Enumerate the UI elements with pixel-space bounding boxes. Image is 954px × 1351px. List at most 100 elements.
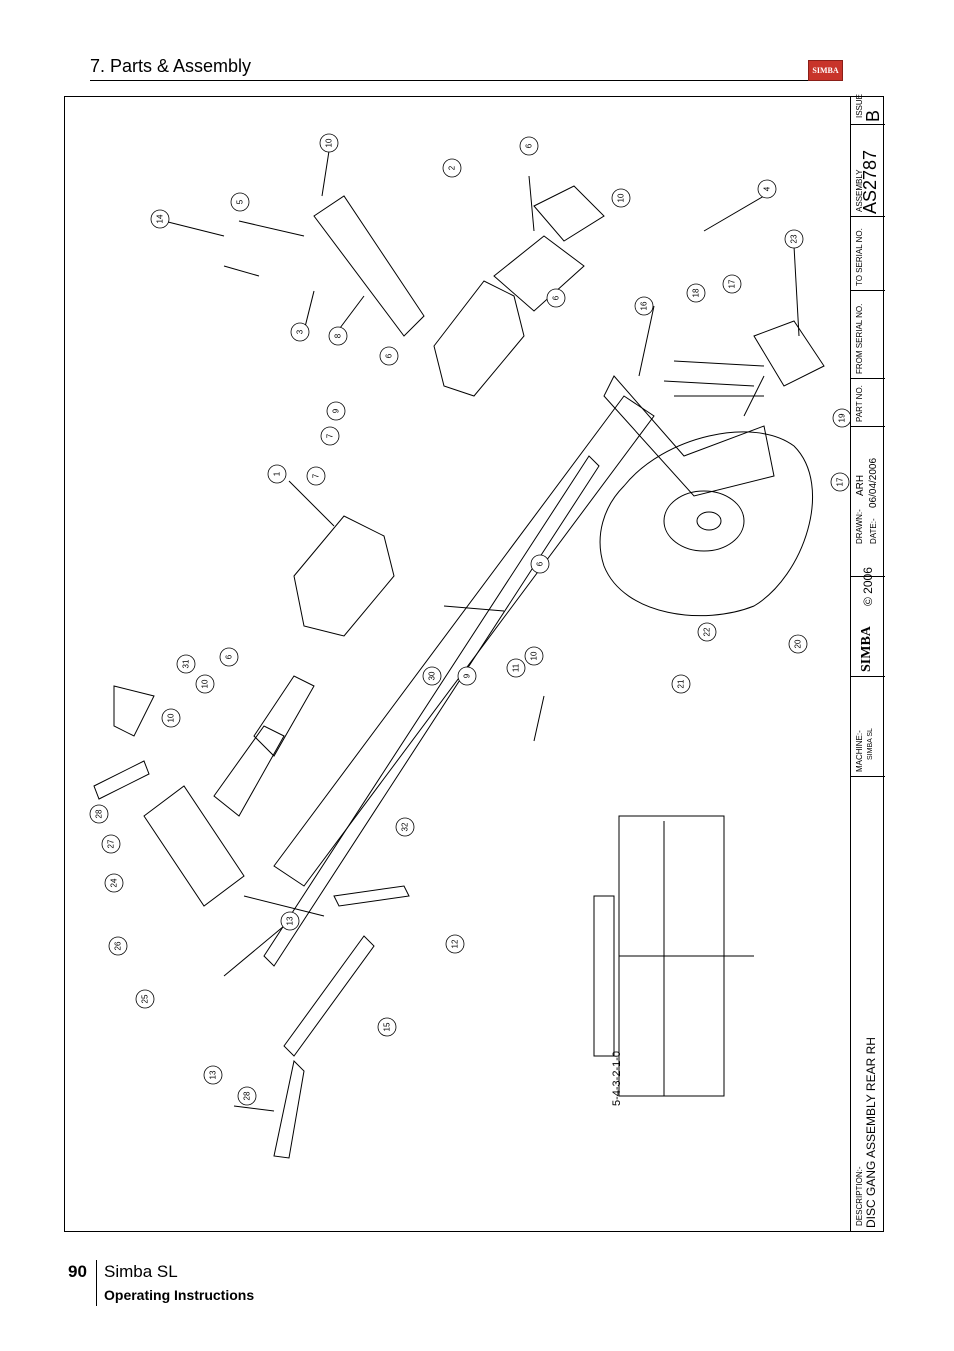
issue-value: B <box>863 109 883 122</box>
scraper-arm <box>283 935 375 1057</box>
callout-number: 25 <box>141 994 150 1003</box>
description-label: DESCRIPTION:- <box>855 1166 864 1226</box>
bearing-hub <box>753 320 825 387</box>
callout-number: 18 <box>692 288 701 297</box>
machine-value: SIMBA SL <box>867 728 874 760</box>
callout-number: 6 <box>536 561 545 566</box>
callout-number: 4 <box>763 186 772 191</box>
callout-circle <box>530 554 550 574</box>
callout-number: 28 <box>95 809 104 818</box>
scale-gauge <box>593 895 615 1057</box>
callout-number: 10 <box>325 138 334 147</box>
callout-circle <box>611 188 631 208</box>
callout-number: 1 <box>273 471 282 476</box>
inset-detail <box>618 815 725 1097</box>
callout-circle <box>306 466 326 486</box>
callout-circle <box>671 674 691 694</box>
end-plate <box>143 785 245 907</box>
footer-divider <box>96 1260 97 1306</box>
callout-circle <box>697 622 717 642</box>
callout-number: 6 <box>525 143 534 148</box>
callout-number: 17 <box>836 477 845 486</box>
callout-circle <box>757 179 777 199</box>
callout-number: 10 <box>201 679 210 688</box>
footer-subtitle: Operating Instructions <box>104 1287 255 1303</box>
page-number: 90 <box>68 1262 87 1281</box>
callout-number: 11 <box>512 663 521 672</box>
callout-circle <box>784 229 804 249</box>
callout-circle <box>108 936 128 956</box>
callout-circle <box>161 708 181 728</box>
callout-circle <box>326 401 346 421</box>
callout-number: 19 <box>838 413 847 422</box>
callout-number: 12 <box>451 939 460 948</box>
copyright: © 2006 <box>861 567 875 606</box>
callout-number: 26 <box>114 941 123 950</box>
callout-number: 3 <box>296 329 305 334</box>
callout-circle <box>722 274 742 294</box>
callout-number: 28 <box>243 1091 252 1100</box>
callout-circle <box>104 873 124 893</box>
description-value: DISC GANG ASSEMBLY REAR RH <box>864 1037 878 1228</box>
footer-title: Simba SL <box>104 1262 178 1281</box>
simba-logo: SIMBA <box>808 60 843 81</box>
callout-number: 27 <box>107 839 116 848</box>
logo-text: SIMBA <box>812 66 839 75</box>
callout-number: 8 <box>334 333 343 338</box>
callout-number: 10 <box>617 193 626 202</box>
callout-circle <box>445 934 465 954</box>
from-serial-label: FROM SERIAL NO. <box>855 303 864 374</box>
header-rule <box>90 80 840 81</box>
callout-number: 14 <box>156 214 165 223</box>
callout-number: 6 <box>552 295 561 300</box>
callout-number: 7 <box>326 433 335 438</box>
callout-number: 9 <box>463 673 472 678</box>
callout-circle <box>519 136 539 156</box>
callout-circle <box>377 1017 397 1037</box>
callout-number: 15 <box>383 1022 392 1031</box>
callout-circle <box>788 634 808 654</box>
callout-circle <box>328 326 348 346</box>
callout-number: 24 <box>110 878 119 887</box>
scale-label: 5-4-3-2-1-0 <box>611 1051 623 1106</box>
callout-number: 10 <box>530 651 539 660</box>
callout-circle <box>203 1065 223 1085</box>
main-beam <box>273 395 655 887</box>
callout-circle <box>442 158 462 178</box>
callout-circle <box>422 666 442 686</box>
callout-number: 20 <box>794 639 803 648</box>
callout-number: 13 <box>209 1070 218 1079</box>
callout-circle <box>280 911 300 931</box>
callout-circle <box>319 133 339 153</box>
callout-circle <box>237 1086 257 1106</box>
callout-number: 9 <box>332 408 341 413</box>
callout-circle <box>832 408 850 428</box>
part-no-label: PART NO. <box>855 385 864 422</box>
callout-circle <box>135 989 155 1009</box>
callout-circle <box>290 322 310 342</box>
callout-number: 5 <box>236 199 245 204</box>
callout-circle <box>457 666 477 686</box>
callout-number: 7 <box>312 473 321 478</box>
callout-number: 30 <box>428 671 437 680</box>
disc <box>599 431 814 617</box>
callout-circle <box>230 192 250 212</box>
date-label: DATE:- <box>869 518 878 544</box>
callout-circle <box>546 288 566 308</box>
callout-number: 10 <box>167 713 176 722</box>
callout-number: 31 <box>182 659 191 668</box>
brand: SIMBA <box>859 626 874 672</box>
tube-top <box>533 185 605 242</box>
to-serial-label: TO SERIAL NO. <box>855 228 864 286</box>
drawing-frame <box>64 96 884 1232</box>
callout-circle <box>634 296 654 316</box>
callout-circle <box>506 658 526 678</box>
drawn-value: ARH <box>855 474 866 496</box>
callout-circle <box>89 804 109 824</box>
callout-number: 6 <box>385 353 394 358</box>
callout-circle <box>150 209 170 229</box>
bearing-housing-2 <box>293 515 395 637</box>
callout-circle <box>320 426 340 446</box>
decal <box>93 760 150 800</box>
